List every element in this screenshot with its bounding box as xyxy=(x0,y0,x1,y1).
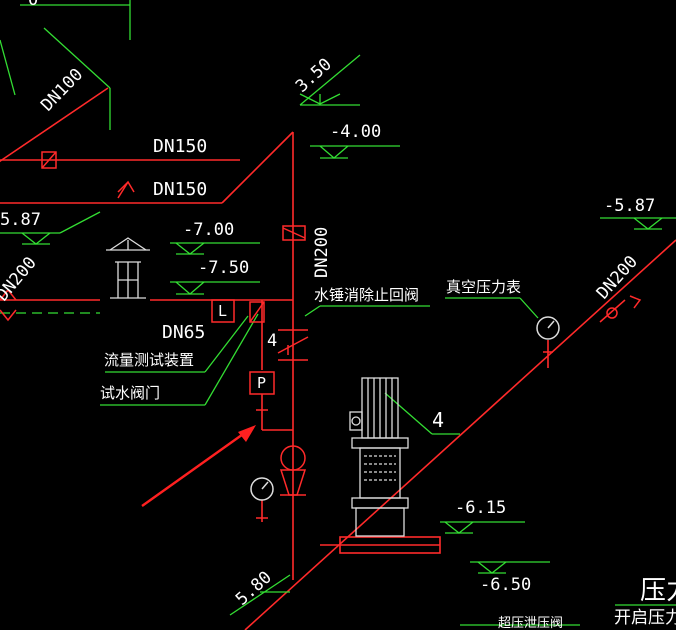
bottom-partial-label: 超压泄压阀 xyxy=(498,616,564,630)
dn150-valve-icon xyxy=(41,151,57,169)
pressure-gauge-box xyxy=(249,371,275,395)
elev-350-label: 3.50 xyxy=(292,54,336,96)
elev-587-right-label: -5.87 xyxy=(604,196,656,216)
callout-4-left-label: 4 xyxy=(267,331,278,351)
equipment xyxy=(106,237,409,537)
open-pressure-partial-label: 开启压力 xyxy=(614,608,676,628)
callout-4-right-label: 4 xyxy=(432,408,445,432)
valve-symbols xyxy=(0,151,642,519)
water-tank-icon xyxy=(106,237,150,299)
elev-615-label: -6.15 xyxy=(455,498,507,518)
vacuum-pressure-gauge-icon xyxy=(536,316,560,340)
pressure-gauge-box-label: P xyxy=(257,374,267,392)
dn100-diagonal-pipe xyxy=(0,87,109,163)
elev-650-label: -6.50 xyxy=(480,575,532,595)
upper-diagonal-pipe xyxy=(221,131,294,204)
elev-top-left-label: 0 xyxy=(28,0,39,10)
dn200-left-label: DN200 xyxy=(0,253,41,305)
check-valve-note: 水锤消除止回阀 xyxy=(314,286,420,304)
check-valve-icon xyxy=(277,329,309,361)
vacuum-gauge-note: 真空压力表 xyxy=(446,278,522,296)
elev-587-left-label: 5.87 xyxy=(0,210,41,230)
dn65-valve-icon xyxy=(249,301,265,323)
flow-test-device-note: 流量测试装置 xyxy=(104,351,195,369)
elev-750-label: -7.50 xyxy=(198,258,250,278)
dn65-label: DN65 xyxy=(162,322,206,343)
flow-meter-box xyxy=(211,299,235,323)
riser-pump-inlet-icon xyxy=(279,445,307,496)
lower-pressure-gauge-icon xyxy=(250,477,274,501)
elev-400-label: -4.00 xyxy=(330,122,382,142)
annotation-arrow xyxy=(141,425,256,507)
vertical-pump-icon xyxy=(349,377,409,537)
elev-700-label: -7.00 xyxy=(183,220,235,240)
dn150-lower-label: DN150 xyxy=(153,179,208,200)
dn200-vertical-label: DN200 xyxy=(312,227,332,278)
flow-meter-box-label: L xyxy=(218,302,228,320)
test-water-valve-note: 试水阀门 xyxy=(100,384,161,402)
pump-base xyxy=(339,536,441,554)
riser-valve-icon xyxy=(282,225,306,241)
gauges xyxy=(250,316,560,501)
dn150-upper-label: DN150 xyxy=(153,136,208,157)
suction-diagonal-pipe xyxy=(244,239,676,630)
pipe-network xyxy=(0,87,676,630)
pressure-partial-label: 压力 xyxy=(640,576,676,606)
